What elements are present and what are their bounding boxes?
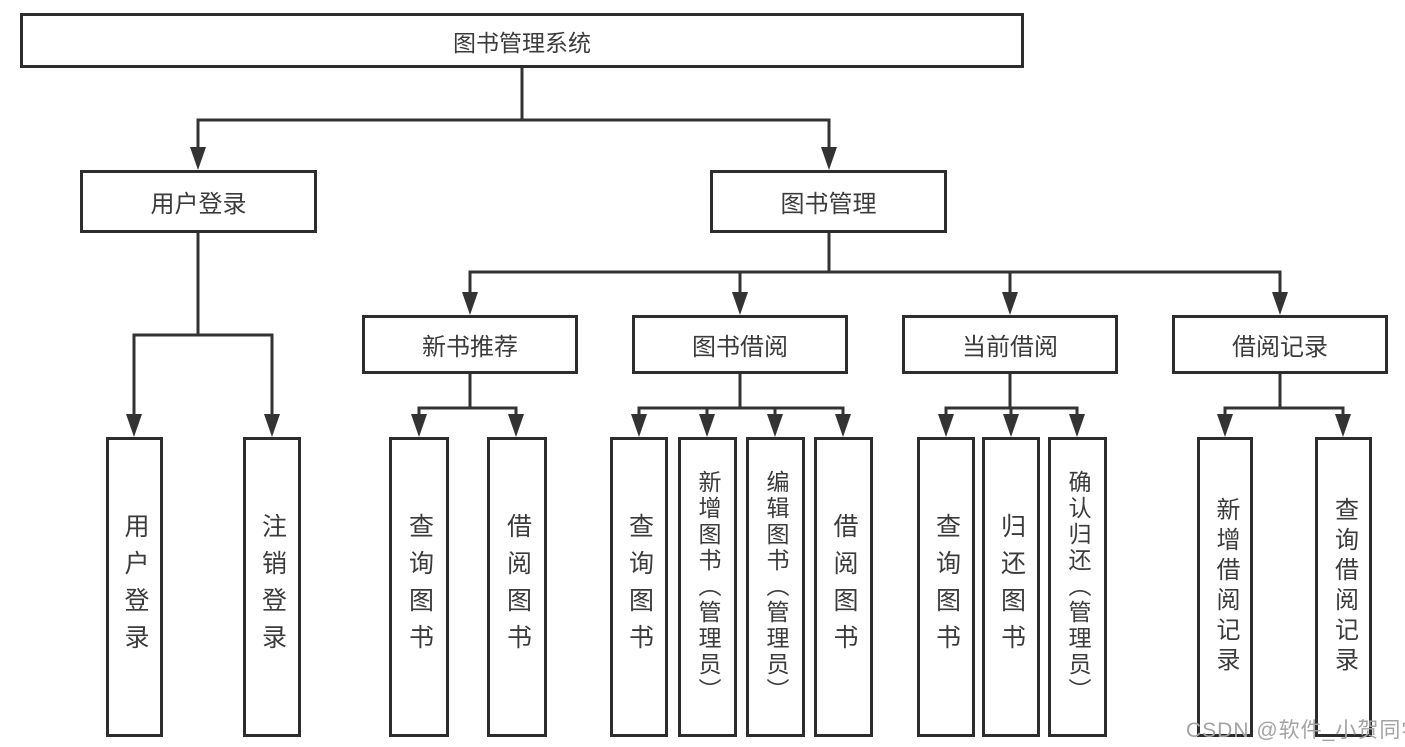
arrowhead-icon [767, 414, 783, 437]
arrowhead-icon [1002, 292, 1018, 315]
arrowhead-icon [264, 414, 280, 437]
leaf-query-borrow-record-label: 查询借阅记录 [1330, 497, 1358, 677]
arrowhead-icon [835, 414, 851, 437]
leaf-edit-books-admin-label: 编辑图书（管理员） [763, 470, 789, 704]
arrowhead-icon [821, 147, 837, 170]
watermark-text: CSDN @软件_小贺同学 [1186, 719, 1405, 742]
arrowhead-icon [462, 292, 478, 315]
leaf-query-books-recommend: 查询图书 [389, 437, 449, 737]
arrowhead-icon [1217, 414, 1233, 437]
arrowhead-icon [190, 147, 206, 170]
leaf-logout-label: 注销登录 [258, 513, 287, 661]
leaf-return-books: 归还图书 [982, 437, 1040, 737]
leaf-user-login: 用户登录 [106, 437, 163, 737]
leaf-user-login-label: 用户登录 [121, 513, 149, 661]
leaf-logout: 注销登录 [243, 437, 301, 737]
node-book-management: 图书管理 [710, 170, 947, 233]
node-borrowing-records: 借阅记录 [1172, 315, 1388, 374]
leaf-return-books-label: 归还图书 [997, 513, 1026, 661]
arrowhead-icon [1069, 414, 1085, 437]
arrowhead-icon [411, 414, 427, 437]
arrowhead-icon [508, 414, 524, 437]
leaf-add-borrow-record-label: 新增借阅记录 [1212, 497, 1239, 677]
node-new-book-recommend: 新书推荐 [362, 315, 578, 374]
node-book-borrowing: 图书借阅 [632, 315, 848, 374]
leaf-confirm-return-admin-label: 确认归还（管理员） [1065, 470, 1091, 704]
leaf-borrow-books-recommend: 借阅图书 [487, 437, 547, 737]
leaf-query-books-borrowing: 查询图书 [610, 437, 668, 737]
arrowhead-icon [938, 414, 954, 437]
leaf-query-books-current: 查询图书 [917, 437, 975, 737]
arrowhead-icon [1335, 414, 1351, 437]
leaf-edit-books-admin: 编辑图书（管理员） [746, 437, 805, 737]
arrowhead-icon [126, 414, 142, 437]
leaf-add-books-admin-label: 新增图书（管理员） [695, 470, 721, 704]
node-library-system: 图书管理系统 [20, 13, 1024, 68]
arrowhead-icon [699, 414, 715, 437]
arrowhead-icon [732, 292, 748, 315]
leaf-query-books-recommend-label: 查询图书 [405, 513, 434, 661]
node-user-login: 用户登录 [80, 170, 317, 233]
arrowhead-icon [631, 414, 647, 437]
node-current-borrowing: 当前借阅 [902, 315, 1118, 374]
leaf-borrow-books-recommend-label: 借阅图书 [503, 513, 532, 661]
leaf-borrow-books-borrowing: 借阅图书 [814, 437, 873, 737]
arrowhead-icon [1003, 414, 1019, 437]
leaf-add-books-admin: 新增图书（管理员） [678, 437, 737, 737]
arrowhead-icon [1272, 292, 1288, 315]
leaf-query-books-current-label: 查询图书 [932, 513, 961, 661]
leaf-borrow-books-borrowing-label: 借阅图书 [830, 513, 858, 661]
leaf-query-books-borrowing-label: 查询图书 [625, 513, 654, 661]
leaf-confirm-return-admin: 确认归还（管理员） [1048, 437, 1107, 737]
leaf-query-borrow-record: 查询借阅记录 [1315, 437, 1372, 737]
arrowheads [126, 147, 1351, 437]
leaf-add-borrow-record: 新增借阅记录 [1197, 437, 1253, 737]
